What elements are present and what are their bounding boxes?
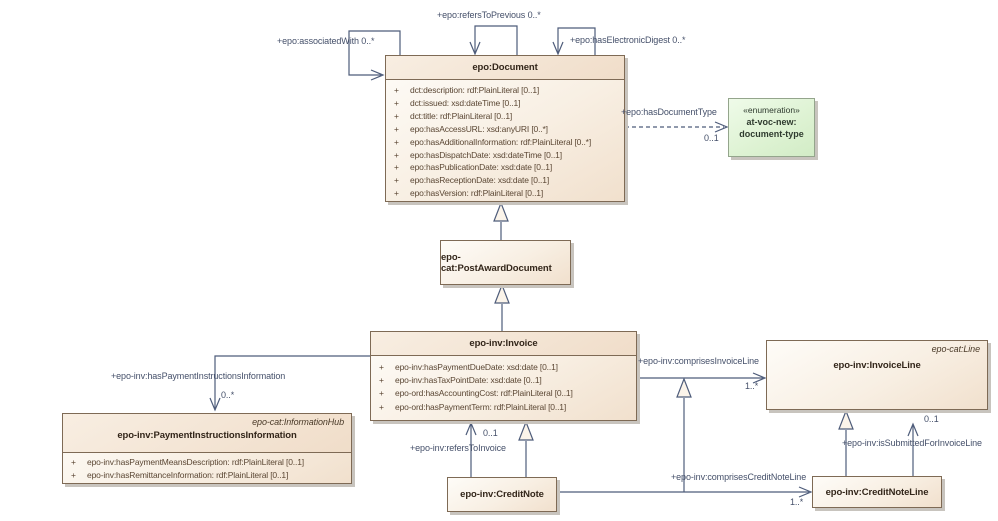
label-has-payment-instructions-information: +epo-inv:hasPaymentInstructionsInformati… bbox=[111, 371, 286, 381]
attribute-row: +epo-inv:hasPaymentDueDate: xsd:date [0.… bbox=[379, 362, 558, 372]
attribute-row: +epo-inv:hasTaxPointDate: xsd:date [0..1… bbox=[379, 375, 542, 386]
attribute-row: +epo-inv:hasPaymentMeansDescription: rdf… bbox=[71, 457, 304, 467]
class-title: epo-inv:CreditNote bbox=[460, 489, 544, 500]
association-comprises-invoice-line bbox=[637, 372, 767, 384]
attribute-list: +epo-inv:hasPaymentMeansDescription: rdf… bbox=[63, 453, 351, 481]
attribute-row: +dct:description: rdf:PlainLiteral [0..1… bbox=[394, 85, 540, 95]
class-title: epo-inv:Invoice bbox=[371, 332, 636, 356]
multiplicity-is-submitted-for-invoice-line: 0..1 bbox=[924, 414, 939, 424]
multiplicity-comprises-credit-note-line: 1..* bbox=[790, 497, 804, 507]
attribute-row: +dct:issued: xsd:dateTime [0..1] bbox=[394, 97, 521, 108]
generalization-comprises-creditnoteline-to-comprises-invoiceline bbox=[676, 377, 692, 492]
multiplicity-comprises-invoice-line: 1..* bbox=[745, 381, 759, 391]
class-epo-cat-postawarddocument[interactable]: epo-cat:PostAwardDocument bbox=[440, 240, 571, 285]
enumeration-name-line2: document-type bbox=[739, 129, 804, 139]
attribute-row: +epo:hasAdditionalInformation: rdf:Plain… bbox=[394, 136, 592, 147]
association-is-submitted-for-invoice-line bbox=[907, 422, 919, 476]
association-has-payment-instructions-information bbox=[209, 355, 370, 412]
attribute-row: +epo:hasDispatchDate: xsd:dateTime [0..1… bbox=[394, 149, 562, 160]
attribute-list: +epo-inv:hasPaymentDueDate: xsd:date [0.… bbox=[371, 356, 636, 414]
class-title: epo-inv:PaymentInstructionsInformation bbox=[117, 430, 297, 441]
label-associated-with: +epo:associatedWith 0..* bbox=[277, 36, 375, 46]
association-has-electronic-digest bbox=[552, 27, 596, 56]
attribute-row: +epo:hasPublicationDate: xsd:date [0..1] bbox=[394, 162, 553, 173]
attribute-row: +epo-ord:hasAccountingCost: rdf:PlainLit… bbox=[379, 388, 573, 399]
class-epo-inv-paymentinstructionsinformation[interactable]: epo-cat:InformationHub epo-inv:PaymentIn… bbox=[62, 413, 352, 484]
stereotype-label: epo-cat:Line bbox=[931, 344, 980, 354]
class-epo-inv-creditnote[interactable]: epo-inv:CreditNote bbox=[447, 477, 557, 512]
association-refers-to-previous bbox=[469, 25, 518, 56]
class-epo-inv-invoice[interactable]: epo-inv:Invoice +epo-inv:hasPaymentDueDa… bbox=[370, 331, 637, 421]
class-title: epo-inv:InvoiceLine bbox=[833, 360, 921, 371]
enumeration-document-type[interactable]: «enumeration» at-voc-new: document-type bbox=[728, 98, 815, 157]
class-title: epo-cat:PostAwardDocument bbox=[441, 251, 552, 274]
class-epo-inv-invoiceline[interactable]: epo-cat:Line epo-inv:InvoiceLine bbox=[766, 340, 988, 410]
stereotype-label: epo-cat:InformationHub bbox=[252, 417, 344, 427]
generalization-postaward-to-document bbox=[493, 201, 509, 240]
association-refers-to-invoice bbox=[465, 421, 477, 477]
multiplicity-has-payment-instructions-information: 0..* bbox=[221, 390, 235, 400]
label-is-submitted-for-invoice-line: +epo-inv:isSubmittedForInvoiceLine bbox=[842, 438, 982, 448]
attribute-row: +epo:hasReceptionDate: xsd:date [0..1] bbox=[394, 175, 550, 186]
attribute-row: +epo:hasVersion: rdf:PlainLiteral [0..1] bbox=[394, 188, 544, 199]
class-title: epo-inv:CreditNoteLine bbox=[825, 486, 929, 498]
enumeration-stereotype: «enumeration» bbox=[743, 105, 800, 115]
attribute-list: +dct:description: rdf:PlainLiteral [0..1… bbox=[386, 80, 624, 200]
label-refers-to-invoice: +epo-inv:refersToInvoice bbox=[410, 443, 506, 453]
enumeration-name-line1: at-voc-new: bbox=[746, 117, 797, 127]
label-comprises-invoice-line: +epo-inv:comprisesInvoiceLine bbox=[638, 356, 759, 366]
generalization-creditnoteline-to-invoiceline bbox=[838, 409, 854, 476]
attribute-row: +epo-ord:hasPaymentTerm: rdf:PlainLitera… bbox=[379, 401, 567, 412]
multiplicity-has-document-type: 0..1 bbox=[704, 133, 719, 143]
association-associated-with bbox=[348, 30, 401, 81]
label-has-document-type: +epo:hasDocumentType bbox=[621, 107, 717, 117]
association-has-document-type bbox=[625, 121, 729, 133]
label-comprises-credit-note-line: +epo-inv:comprisesCreditNoteLine bbox=[671, 472, 807, 482]
association-comprises-credit-note-line bbox=[557, 486, 813, 498]
generalization-creditnote-to-invoice bbox=[518, 420, 534, 477]
attribute-row: +dct:title: rdf:PlainLiteral [0..1] bbox=[394, 110, 513, 121]
class-header: epo-cat:InformationHub epo-inv:PaymentIn… bbox=[63, 414, 351, 453]
multiplicity-refers-to-invoice: 0..1 bbox=[483, 428, 498, 438]
class-epo-document[interactable]: epo:Document +dct:description: rdf:Plain… bbox=[385, 55, 625, 202]
class-title: epo:Document bbox=[386, 56, 624, 80]
attribute-row: +epo-inv:hasRemittanceInformation: rdf:P… bbox=[71, 469, 289, 480]
label-has-electronic-digest: +epo:hasElectronicDigest 0..* bbox=[570, 35, 686, 45]
attribute-row: +epo:hasAccessURL: xsd:anyURI [0..*] bbox=[394, 123, 548, 134]
class-epo-inv-creditnoteline[interactable]: epo-inv:CreditNoteLine bbox=[812, 476, 942, 508]
generalization-invoice-to-postaward bbox=[494, 283, 510, 331]
label-refers-to-previous: +epo:refersToPrevious 0..* bbox=[437, 10, 541, 20]
